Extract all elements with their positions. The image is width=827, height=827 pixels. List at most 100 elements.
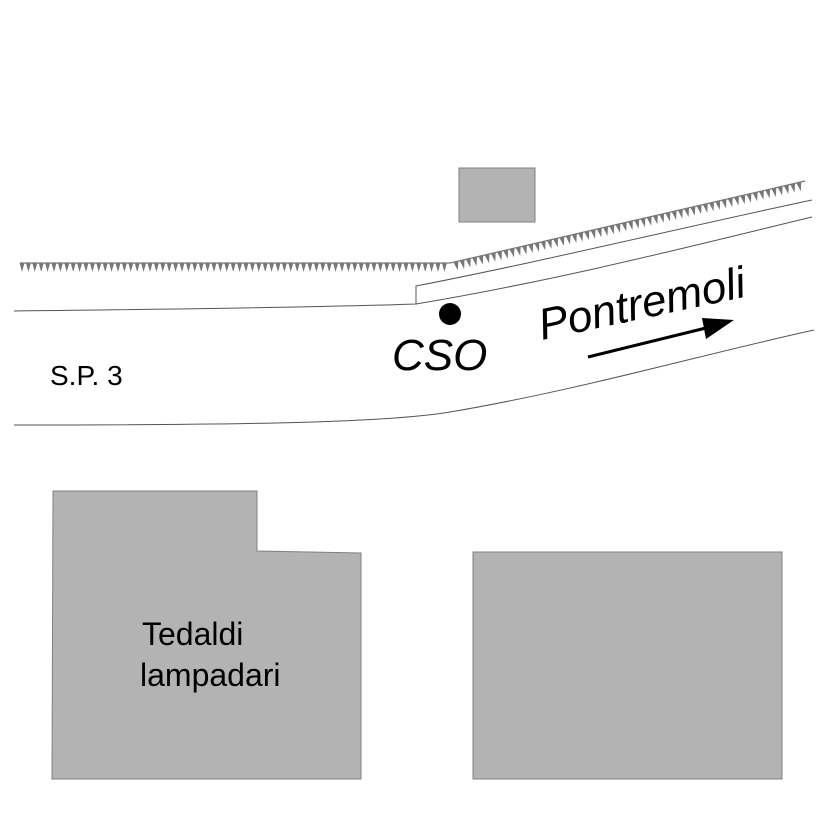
- embankment-tick: [459, 259, 465, 269]
- embankment-tick: [345, 263, 351, 272]
- embankment-tick: [211, 263, 217, 272]
- embankment-tick: [490, 252, 496, 262]
- building-right: [472, 551, 783, 780]
- embankment-tick: [96, 263, 102, 272]
- embankment-tick: [453, 261, 459, 271]
- embankment-tick: [32, 263, 38, 272]
- embankment-tick: [422, 263, 428, 272]
- embankment-tick: [777, 186, 783, 196]
- embankment-tick: [646, 216, 652, 226]
- embankment-tick: [484, 253, 490, 264]
- embankment-tick: [758, 190, 764, 200]
- embankment-tick: [358, 263, 364, 272]
- embankment-tick: [702, 203, 708, 213]
- embankment-tick: [429, 263, 435, 272]
- embankment-tick: [249, 263, 255, 272]
- embankment-tick: [727, 197, 733, 208]
- embankment-tick: [690, 206, 696, 216]
- direction-arrow-icon: [587, 318, 734, 359]
- road-inner-edge: [415, 216, 813, 305]
- embankment-tick: [409, 263, 415, 272]
- embankment-tick: [109, 263, 115, 272]
- embankment-tick: [528, 243, 534, 254]
- embankment-tick: [709, 202, 714, 212]
- embankment-tick: [371, 263, 377, 272]
- embankment-tick: [45, 263, 51, 272]
- embankment-tick: [509, 248, 515, 258]
- embankment-tick: [503, 249, 509, 259]
- embankment-tick: [634, 219, 640, 229]
- embankment-tick: [534, 242, 540, 252]
- embankment-ticks: [19, 181, 802, 272]
- embankment-tick: [377, 263, 383, 272]
- embankment-tick: [746, 193, 752, 203]
- embankment-tick: [659, 213, 665, 223]
- embankment-tick: [677, 209, 683, 219]
- embankment-tick: [57, 263, 63, 272]
- embankment-tick: [790, 183, 796, 193]
- building-small: [458, 167, 536, 223]
- embankment-tick: [796, 181, 802, 192]
- embankment-tick: [696, 204, 702, 215]
- embankment-line: [20, 180, 806, 264]
- embankment-tick: [89, 263, 95, 272]
- embankment-tick: [628, 220, 633, 231]
- embankment-tick: [333, 263, 339, 272]
- embankment-tick: [578, 232, 583, 242]
- embankment-tick: [684, 207, 690, 218]
- embankment-tick: [596, 227, 602, 238]
- embankment-tick: [128, 263, 134, 272]
- embankment-tick: [615, 223, 621, 233]
- cso-point-marker: [439, 303, 461, 325]
- embankment-tick: [416, 263, 422, 272]
- embankment-tick: [237, 263, 243, 272]
- embankment-tick: [179, 263, 185, 272]
- embankment-tick: [546, 239, 552, 249]
- embankment-tick: [365, 263, 371, 272]
- embankment-tick: [326, 263, 332, 272]
- embankment-tick: [294, 263, 300, 272]
- embankment-tick: [102, 263, 108, 272]
- embankment-tick: [584, 230, 590, 241]
- embankment-tick: [288, 263, 294, 272]
- embankment-tick: [752, 191, 758, 202]
- embankment-tick: [609, 225, 615, 235]
- embankment-tick: [185, 263, 191, 272]
- embankment-tick: [671, 210, 677, 221]
- embankment-tick: [141, 263, 147, 272]
- embankment-tick: [472, 256, 477, 267]
- embankment-tick: [465, 258, 471, 268]
- cso-label: CSO: [392, 331, 487, 380]
- direction-label: Pontremoli: [534, 258, 751, 350]
- building-label-line1: Tedaldi: [142, 616, 243, 652]
- embankment-tick: [198, 263, 204, 272]
- embankment-tick: [621, 222, 627, 232]
- embankment-tick: [301, 263, 307, 272]
- embankment-tick: [77, 263, 83, 272]
- embankment-tick: [603, 226, 608, 236]
- embankment-tick: [38, 263, 44, 272]
- embankment-tick: [640, 217, 646, 228]
- embankment-tick: [147, 263, 153, 272]
- embankment-tick: [384, 263, 390, 272]
- embankment-tick: [275, 263, 281, 272]
- embankment-tick: [715, 200, 721, 210]
- embankment-tick: [307, 263, 313, 272]
- embankment-tick: [571, 233, 577, 244]
- embankment-tick: [765, 189, 771, 199]
- embankment-tick: [173, 263, 179, 272]
- embankment-tick: [134, 263, 140, 272]
- embankment-tick: [390, 263, 396, 272]
- embankment-tick: [397, 263, 403, 272]
- embankment-tick: [565, 235, 571, 245]
- embankment-tick: [224, 263, 230, 272]
- embankment-tick: [19, 263, 25, 272]
- embankment-tick: [515, 246, 521, 257]
- embankment-tick: [652, 214, 658, 225]
- embankment-tick: [230, 263, 236, 272]
- embankment-tick: [740, 194, 746, 205]
- embankment-tick: [590, 229, 596, 239]
- embankment-tick: [771, 187, 777, 197]
- embankment-tick: [540, 240, 546, 251]
